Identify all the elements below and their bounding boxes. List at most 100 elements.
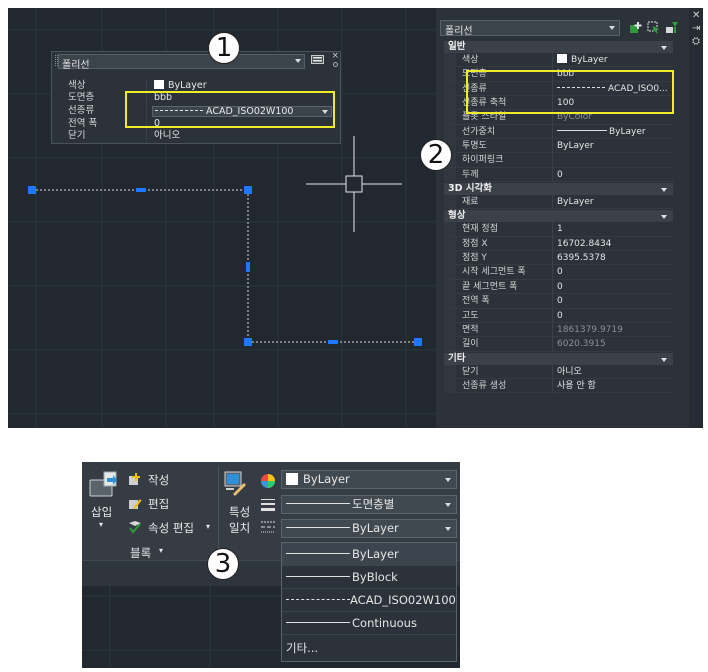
grip-vertex-4 (414, 338, 422, 346)
linetype-dropdown[interactable]: ByLayer (281, 519, 457, 538)
palette-properties-icon[interactable]: ⛭ (692, 36, 700, 47)
category-geometry[interactable]: 형상 (444, 209, 673, 223)
category-label: 일반 (448, 41, 466, 52)
qp-value: bbb (154, 92, 173, 103)
chevron-down-icon (322, 110, 328, 114)
linetype-option-bylayer[interactable]: ByLayer (282, 543, 456, 566)
prop-value: 6020.3915 (557, 339, 606, 350)
create-block-button[interactable]: 작성 (148, 473, 170, 487)
prop-value: 0 (557, 310, 563, 321)
polyline-grips (28, 186, 422, 346)
close-icon[interactable]: ✕ (692, 10, 701, 21)
drag-handle[interactable] (55, 55, 58, 66)
quick-select-icon[interactable] (665, 21, 679, 34)
customize-icon[interactable] (311, 55, 324, 66)
color-dropdown-value: ByLayer (303, 472, 350, 486)
highlight-box-linetype (125, 91, 335, 128)
category-label: 형상 (448, 210, 466, 222)
linetype-options-list: ByLayer ByBlock ACAD_ISO02W100 Continuou… (281, 542, 457, 662)
qp-row-global-width[interactable]: 전역 폭 0 (58, 118, 334, 130)
select-objects-icon[interactable] (647, 21, 661, 34)
prop-row-hyperlink[interactable]: 하이퍼링크 (444, 153, 673, 168)
ribbon-panel: 삽입 ▾ 작성 편집 속성 편집 ▾ 블록 ▾ 특성 일치 ByLayer 도면… (82, 462, 460, 668)
create-block-icon[interactable] (128, 472, 142, 486)
qp-row-linetype[interactable]: 선종류 ACAD_ISO02W100 (58, 105, 334, 117)
model-space-canvas[interactable]: 폴리선 × 색상 ByLayer 도면층 bbb 선종류 (8, 8, 436, 428)
color-wheel-icon[interactable] (260, 473, 276, 489)
qp-value: ACAD_ISO02W100 (206, 106, 294, 117)
prop-value: 아니오 (557, 366, 582, 377)
object-type-select[interactable]: 폴리선 (58, 54, 305, 71)
prop-key: 색상 (462, 55, 479, 65)
close-icon[interactable]: × (331, 51, 339, 61)
linetype-option-acad-iso02w100[interactable]: ACAD_ISO02W100 (282, 589, 456, 612)
qp-row-color[interactable]: 색상 ByLayer (58, 80, 334, 92)
edit-attributes-button[interactable]: 속성 편집 (148, 521, 194, 535)
prop-key: 도면층 (462, 69, 487, 80)
linetype-option-continuous[interactable]: Continuous (282, 612, 456, 635)
qp-row-layer[interactable]: 도면층 bbb (58, 92, 334, 104)
edit-block-button[interactable]: 편집 (148, 497, 170, 511)
block-panel-label[interactable]: 블록 (130, 546, 152, 560)
category-misc[interactable]: 기타 (444, 351, 673, 365)
qp-key: 도면층 (68, 92, 95, 103)
prop-key: 두께 (462, 169, 479, 180)
prop-key: 정점 Y (462, 253, 487, 264)
toggle-pickadd-icon[interactable] (629, 21, 643, 34)
edit-attributes-chevron-icon[interactable]: ▾ (206, 522, 211, 531)
color-dropdown[interactable]: ByLayer (281, 470, 457, 489)
callout-2: 2 (420, 139, 452, 171)
linetype-dropdown[interactable]: ACAD_ISO02W100 (152, 106, 332, 117)
category-label: 기타 (448, 352, 466, 364)
match-properties-icon[interactable] (223, 470, 247, 496)
category-3d-visualization[interactable]: 3D 시각화 (444, 182, 673, 196)
chevron-down-icon (609, 26, 615, 30)
block-panel-chevron-icon[interactable]: ▾ (159, 546, 164, 555)
insert-chevron-icon[interactable]: ▾ (99, 520, 104, 529)
lineweight-icon[interactable] (260, 498, 276, 512)
prop-key: 현재 정점 (462, 224, 498, 235)
prop-key: 하이퍼링크 (462, 155, 504, 166)
lineweight-dropdown[interactable]: 도면층별 (281, 495, 457, 514)
category-general[interactable]: 일반 (444, 40, 673, 53)
chevron-down-icon (661, 46, 667, 50)
qp-row-closed[interactable]: 닫기 아니오 (58, 130, 334, 142)
insert-block-icon[interactable] (88, 470, 120, 502)
edit-attributes-icon[interactable] (128, 520, 142, 534)
linetype-option-other[interactable]: 기타... (282, 635, 456, 661)
option-label: ByLayer (352, 547, 399, 561)
chevron-down-icon (661, 215, 667, 220)
linetype-icon[interactable] (260, 520, 276, 534)
edit-block-icon[interactable] (128, 496, 142, 510)
settings-icon[interactable] (333, 62, 338, 67)
color-swatch (557, 54, 567, 63)
insert-button[interactable]: 삽입 (91, 505, 113, 519)
selection-select[interactable]: 폴리선 (440, 20, 620, 37)
match-properties-label-2[interactable]: 일치 (229, 521, 251, 535)
category-label: 3D 시각화 (448, 183, 493, 195)
auto-hide-icon[interactable]: ⇥ (692, 23, 701, 34)
match-properties-label-1[interactable]: 특성 (229, 505, 251, 519)
linetype-option-byblock[interactable]: ByBlock (282, 566, 456, 589)
